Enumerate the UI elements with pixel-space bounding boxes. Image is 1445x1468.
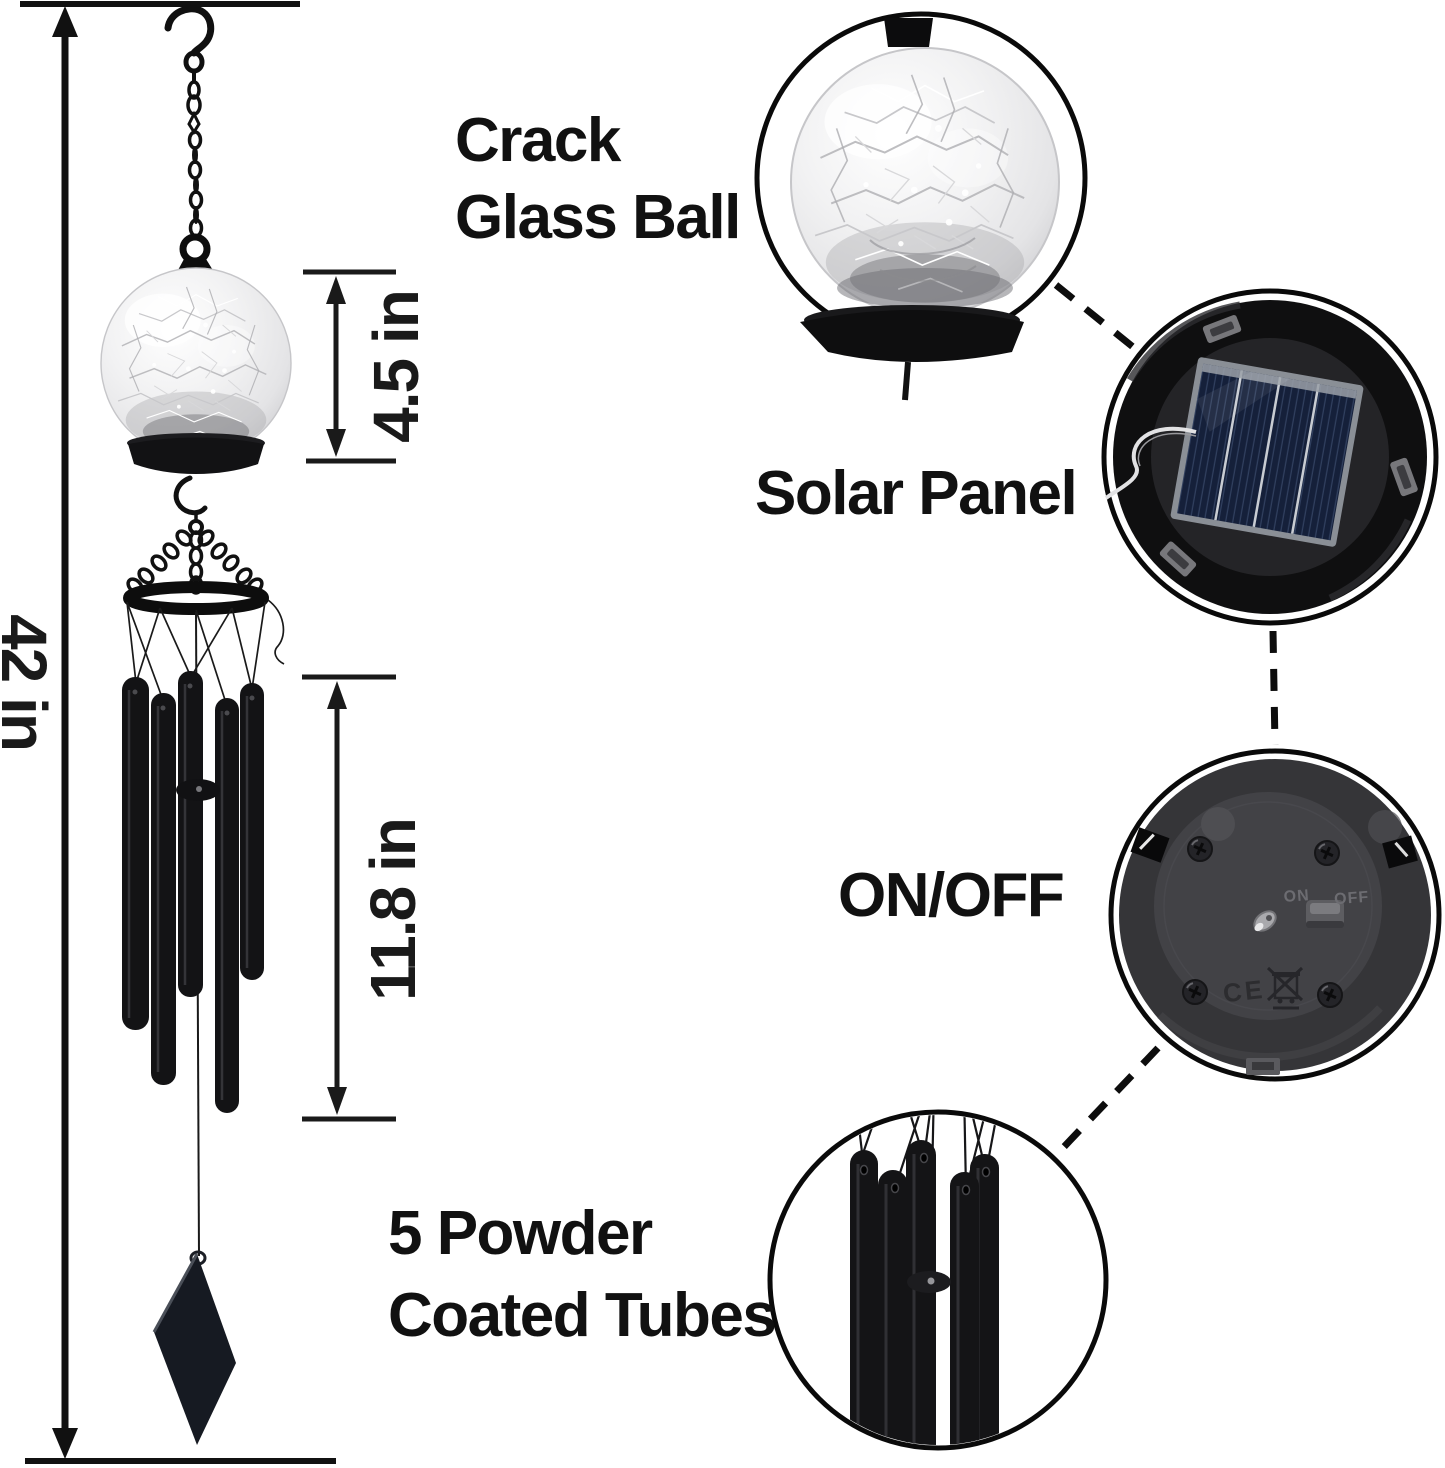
connector-dashes [1053, 282, 1279, 1154]
striker-disc-closeup [907, 1271, 951, 1293]
chime-ring [123, 581, 269, 615]
wind-chime-product-photo [100, 5, 292, 1445]
ball-height-arrow [303, 269, 396, 464]
callout-circle-solar-panel [1101, 288, 1439, 626]
ball-cap [884, 18, 933, 47]
on-off-switch-photo: ON OFF CE [1119, 759, 1431, 1075]
callout-label-solar-panel: Solar Panel [755, 459, 1078, 528]
tube-length-arrow [302, 674, 396, 1122]
glass-ball-height-dimension-label: 4.5 in [360, 291, 432, 443]
wire [1104, 426, 1197, 500]
glass-ball-base [127, 433, 265, 474]
screw-icon [1181, 978, 1209, 1006]
toggle-screw [1253, 910, 1277, 932]
overall-height-dimension-label: 42 in [0, 614, 60, 750]
screw-icon [1313, 839, 1341, 867]
top-hook-icon [164, 5, 215, 135]
chime-strings [126, 599, 285, 704]
wind-sail [152, 1250, 236, 1445]
callout-circle-tubes [767, 1109, 1109, 1451]
ball-base-closeup [800, 305, 1024, 401]
screw-icon [1316, 981, 1344, 1009]
callout-label-on-off: ON/OFF [838, 861, 1065, 930]
callout-label-crack-glass-ball-line2: Glass Ball [455, 183, 741, 252]
overall-height-arrow [20, 1, 336, 1464]
slide-switch [1306, 900, 1344, 928]
off-label: OFF [1334, 889, 1370, 908]
solar-panel-photo [1104, 300, 1427, 614]
chime-hook-icon [173, 475, 208, 535]
striker-disc [176, 779, 220, 801]
callout-label-crack-glass-ball-line1: Crack [455, 106, 621, 175]
hanging-chain [187, 130, 204, 238]
callout-label-tubes-line2: Coated Tubes [388, 1281, 777, 1350]
callout-circle-on-off: ON OFF CE [1108, 748, 1442, 1082]
on-label: ON [1283, 887, 1310, 906]
solar-cell [1170, 357, 1364, 547]
weee-bin-icon [1266, 966, 1304, 1010]
tube-length-dimension-label: 11.8 in [357, 819, 429, 1001]
crackle-glass-ball [100, 267, 292, 459]
callout-circle-glass-ball [754, 11, 1088, 401]
ball-connector [177, 233, 214, 272]
screw-icon [1186, 835, 1214, 863]
ce-mark: CE [1222, 974, 1267, 1008]
rim-clip [1130, 827, 1418, 869]
tubes-closeup-photo [773, 1115, 1103, 1445]
callout-label-tubes-line1: 5 Powder [388, 1199, 653, 1268]
chime-tubes [122, 671, 264, 1113]
